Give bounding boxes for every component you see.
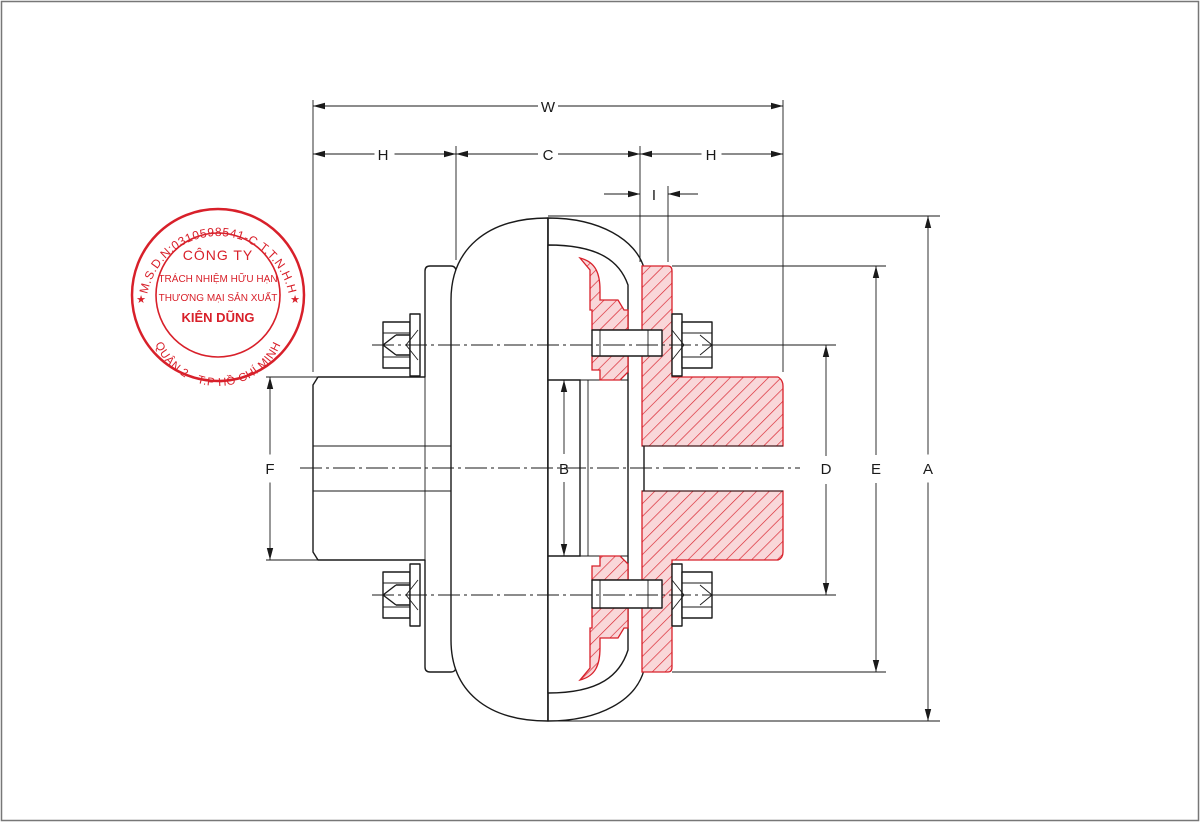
dim-label-h-left: H [378, 147, 389, 164]
dimension-arrowhead [924, 709, 932, 721]
dimension-arrowhead [560, 380, 568, 392]
dim-label-e: E [871, 461, 881, 478]
dim-label-b: B [559, 461, 569, 478]
dimension-arrowhead [628, 190, 640, 198]
center-lines [300, 344, 800, 596]
dim-label-h-right: H [706, 147, 717, 164]
dim-label-w: W [541, 99, 556, 116]
dimension-arrowhead [266, 548, 274, 560]
dimension-arrowhead [456, 150, 468, 158]
dimension-arrowhead [313, 150, 325, 158]
dim-label-a: A [923, 461, 933, 478]
dimension-arrowhead [668, 190, 680, 198]
dimension-arrowhead [872, 660, 880, 672]
stamp-star-right: ★ [290, 294, 300, 306]
stamp-line-2: TRÁCH NHIỆM HỮU HẠN [158, 272, 277, 285]
dimension-arrowhead [266, 377, 274, 389]
dimension-arrowhead [822, 345, 830, 357]
tire-element [450, 217, 645, 722]
dimension-arrowhead [822, 583, 830, 595]
dimension-arrowhead [444, 150, 456, 158]
dimension-arrowhead [872, 266, 880, 278]
stamp-outer-ring [130, 207, 306, 383]
right-hub-section [578, 256, 784, 682]
dimension-arrowhead [313, 102, 325, 110]
dim-label-f: F [265, 461, 274, 478]
dimension-arrowhead [640, 150, 652, 158]
dimension-arrowhead [560, 544, 568, 556]
stamp-bottom-text: QUẬN 2 - T.P HỒ CHÍ MINH [152, 340, 283, 389]
dimension-arrowhead [771, 150, 783, 158]
dim-label-i: I [652, 187, 656, 204]
stamp-line-1: CÔNG TY [183, 247, 254, 263]
bolt-upper-right [591, 313, 713, 377]
stamp-line-4: KIÊN DŨNG [182, 310, 255, 325]
stamp-line-3: THƯƠNG MẠI SẢN XUẤT [159, 291, 278, 304]
dim-label-d: D [821, 461, 832, 478]
dim-label-c: C [543, 147, 554, 164]
stamp-star-left: ★ [136, 294, 146, 306]
company-stamp: M.S.D.N:0310598541-C.T.T.N.H.H QUẬN 2 - … [130, 207, 306, 389]
bolt-upper-left [382, 313, 421, 377]
dimension-arrowhead [924, 216, 932, 228]
dimension-arrowhead [771, 102, 783, 110]
stamp-inner-ring [155, 232, 281, 358]
dimension-arrowhead [628, 150, 640, 158]
dimension-labels: W H C H I F B D E A [265, 99, 933, 478]
dimension-lines [266, 100, 940, 722]
